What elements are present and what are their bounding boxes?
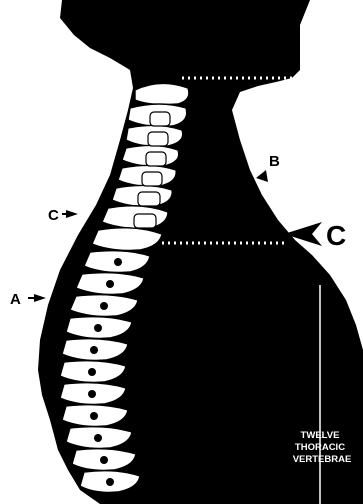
label-a: A [10, 291, 21, 308]
vertebra-c1 [135, 83, 189, 104]
label-vertebrae-line3: VERTEBRAE [293, 454, 352, 465]
label-b: B [269, 153, 280, 170]
vertebra-t1 [92, 228, 162, 251]
label-c: C [48, 207, 59, 224]
right-margin [0, 0, 6, 504]
label-vertebrae-line2: THORACIC [295, 442, 345, 453]
label-vertebrae-line1: TWELVE [301, 430, 340, 441]
thorax-area [150, 245, 320, 504]
label-callout: C [326, 220, 346, 251]
